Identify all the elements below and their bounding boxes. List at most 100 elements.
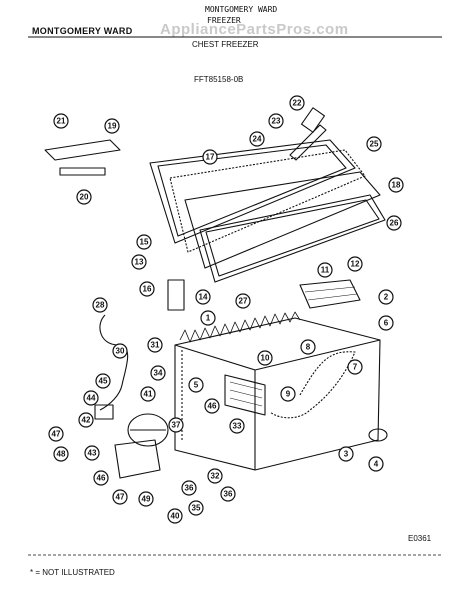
callout-label: 33: [233, 422, 242, 431]
callout-48[interactable]: 48: [53, 446, 69, 462]
callout-12[interactable]: 12: [347, 256, 363, 272]
condenser-coil: [179, 311, 301, 343]
callout-46b[interactable]: 46: [93, 470, 109, 486]
header-model: FFT85158-0B: [194, 75, 244, 84]
header-brand: MONTGOMERY WARD: [32, 26, 133, 36]
callout-26[interactable]: 26: [386, 215, 402, 231]
lid-gasket: [169, 149, 366, 253]
callout-22[interactable]: 22: [289, 95, 305, 111]
callout-label: 13: [135, 258, 144, 267]
figure-code: E0361: [408, 534, 432, 543]
relay: [94, 404, 114, 420]
callout-44[interactable]: 44: [83, 390, 99, 406]
compressor: [127, 413, 169, 447]
callout-label: 43: [88, 449, 97, 458]
callout-9[interactable]: 9: [280, 386, 296, 402]
callout-17[interactable]: 17: [202, 149, 218, 165]
callout-label: 24: [253, 135, 262, 144]
callout-2[interactable]: 2: [378, 289, 394, 305]
callout-45[interactable]: 45: [95, 373, 111, 389]
callout-3[interactable]: 3: [338, 446, 354, 462]
callout-label: 20: [80, 193, 89, 202]
callout-20[interactable]: 20: [76, 189, 92, 205]
callout-5[interactable]: 5: [188, 377, 204, 393]
callout-label: 22: [293, 99, 302, 108]
callout-40[interactable]: 40: [167, 508, 183, 524]
divider-panel-line: [229, 389, 263, 399]
callouts: 1 2 3 4 5 6 7 8 9 10 11 12 13 14 15 16 1…: [48, 95, 404, 524]
callout-32[interactable]: 32: [207, 468, 223, 484]
callout-7[interactable]: 7: [347, 359, 363, 375]
callout-label: 10: [261, 354, 270, 363]
callout-10[interactable]: 10: [257, 350, 273, 366]
callout-23[interactable]: 23: [268, 113, 284, 129]
electrical-box: [114, 439, 161, 479]
lid-outer-panel: [149, 139, 356, 244]
callout-47b[interactable]: 47: [112, 489, 128, 505]
callout-24[interactable]: 24: [249, 131, 265, 147]
callout-16[interactable]: 16: [139, 281, 155, 297]
callout-34[interactable]: 34: [150, 365, 166, 381]
callout-21[interactable]: 21: [53, 113, 69, 129]
callout-label: 46: [208, 402, 217, 411]
callout-47a[interactable]: 47: [48, 426, 64, 442]
callout-label: 35: [192, 504, 201, 513]
callout-label: 41: [144, 390, 153, 399]
callout-label: 8: [306, 343, 311, 352]
callout-label: 46: [97, 474, 106, 483]
callout-37[interactable]: 37: [168, 417, 184, 433]
lock-cylinder: [300, 107, 326, 133]
callout-30[interactable]: 30: [112, 343, 128, 359]
callout-8[interactable]: 8: [300, 339, 316, 355]
lid-liner: [184, 171, 381, 269]
callout-11[interactable]: 11: [317, 262, 333, 278]
callout-46a[interactable]: 46: [204, 398, 220, 414]
evaporator-tubing: [269, 351, 356, 419]
callout-label: 12: [351, 260, 360, 269]
callout-19[interactable]: 19: [104, 118, 120, 134]
callout-35[interactable]: 35: [188, 500, 204, 516]
lid-handle: [44, 139, 121, 161]
callout-36a[interactable]: 36: [181, 480, 197, 496]
callout-43[interactable]: 43: [84, 445, 100, 461]
callout-28[interactable]: 28: [92, 297, 108, 313]
callout-33[interactable]: 33: [229, 418, 245, 434]
callout-27[interactable]: 27: [235, 293, 251, 309]
callout-label: 25: [370, 140, 379, 149]
divider-panel-line: [229, 397, 263, 407]
callout-31[interactable]: 31: [147, 337, 163, 353]
storage-basket: [299, 279, 361, 309]
callout-6[interactable]: 6: [378, 315, 394, 331]
callout-42[interactable]: 42: [78, 412, 94, 428]
callout-label: 6: [384, 319, 389, 328]
callout-label: 49: [142, 495, 151, 504]
callout-label: 18: [392, 181, 401, 190]
divider-panel-line: [229, 381, 263, 391]
callout-label: 5: [194, 381, 199, 390]
callout-label: 40: [171, 512, 180, 521]
callout-49[interactable]: 49: [138, 491, 154, 507]
callout-13[interactable]: 13: [131, 254, 147, 270]
callout-label: 45: [99, 377, 108, 386]
header-sub-label: FREEZER: [207, 16, 241, 25]
callout-1[interactable]: 1: [200, 310, 216, 326]
callout-25[interactable]: 25: [366, 136, 382, 152]
header-top-label: MONTGOMERY WARD: [205, 5, 278, 14]
lid-seal-inner: [205, 199, 380, 277]
callout-36b[interactable]: 36: [220, 486, 236, 502]
callout-label: 44: [87, 394, 96, 403]
callout-18[interactable]: 18: [388, 177, 404, 193]
callout-15[interactable]: 15: [136, 234, 152, 250]
callout-label: 27: [239, 297, 248, 306]
callout-label: 15: [140, 238, 149, 247]
callout-label: 47: [52, 430, 61, 439]
callout-label: 36: [224, 490, 233, 499]
callout-14[interactable]: 14: [195, 289, 211, 305]
callout-4[interactable]: 4: [368, 456, 384, 472]
lock-body: [289, 124, 327, 161]
callout-41[interactable]: 41: [140, 386, 156, 402]
callout-label: 30: [116, 347, 125, 356]
callout-label: 42: [82, 416, 91, 425]
lid-seal: [199, 194, 386, 283]
callout-label: 32: [211, 472, 220, 481]
